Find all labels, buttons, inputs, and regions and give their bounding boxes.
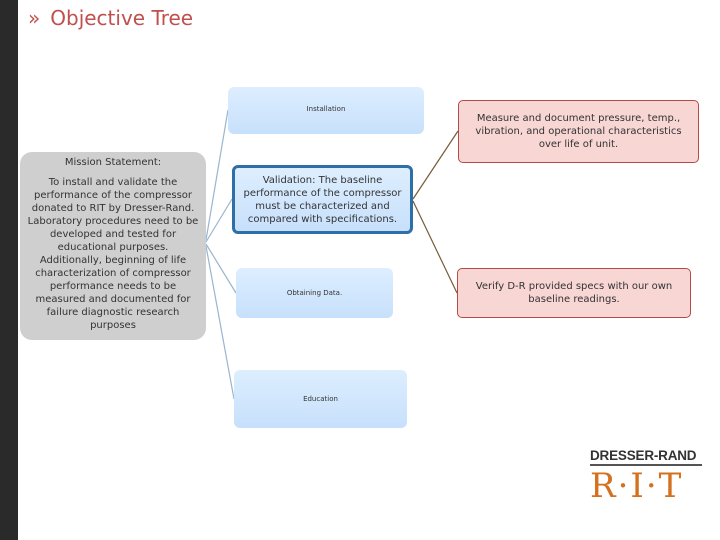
mission-statement-box: Mission Statement: To install and valida… <box>20 152 206 340</box>
connector-mission-obtaining <box>205 243 237 294</box>
dresser-rand-wordmark: DRESSER-RAND <box>590 448 702 466</box>
subobjective-measure-text: Measure and document pressure, temp., vi… <box>475 113 682 150</box>
connector-mission-education <box>205 245 235 400</box>
chevron-icon: » <box>28 6 41 30</box>
objective-validation-label: Validation: <box>262 174 316 186</box>
left-accent-bar <box>0 0 18 540</box>
rit-wordmark: R·I·T <box>590 466 684 506</box>
objective-obtaining-data-label: Obtaining Data. <box>286 289 343 297</box>
connector-mission-validation <box>205 198 233 243</box>
connector-mission-installation <box>205 109 229 241</box>
objective-installation: Installation <box>228 87 424 134</box>
objective-education-label: Education <box>303 395 338 403</box>
page-title-text: Objective Tree <box>50 6 194 30</box>
subobjective-verify-text: Verify D-R provided specs with our own b… <box>475 281 673 305</box>
objective-installation-label: Installation <box>306 105 346 113</box>
connector-validation-measure <box>412 130 459 200</box>
mission-heading: Mission Statement: <box>64 157 162 168</box>
objective-validation: Validation: The baseline performance of … <box>232 165 413 234</box>
connector-validation-verify <box>412 200 458 294</box>
sponsor-logo: DRESSER-RAND R·I·T <box>590 448 702 512</box>
objective-obtaining-data: Obtaining Data. <box>236 268 393 318</box>
mission-body: To install and validate the performance … <box>27 177 199 331</box>
objective-education: Education <box>234 370 407 428</box>
page-title: » Objective Tree <box>28 6 193 30</box>
objective-validation-body: The baseline performance of the compress… <box>243 174 402 225</box>
subobjective-verify: Verify D-R provided specs with our own b… <box>457 268 691 318</box>
objective-validation-text: Validation: The baseline performance of … <box>241 174 404 226</box>
subobjective-measure: Measure and document pressure, temp., vi… <box>458 100 699 163</box>
